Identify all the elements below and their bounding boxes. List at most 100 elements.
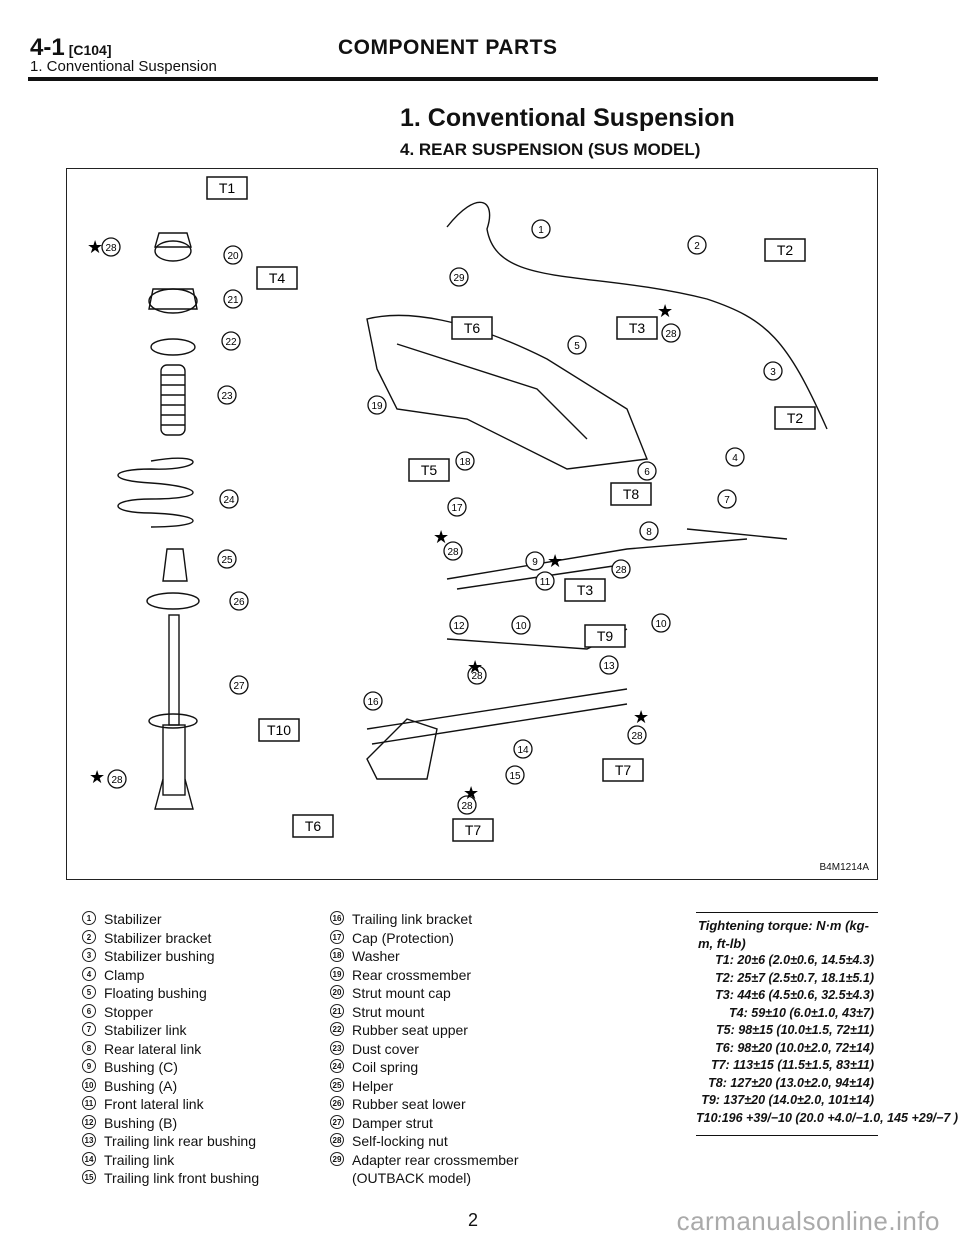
torque-value: T9: 137±20 (14.0±2.0, 101±14) (701, 1093, 874, 1107)
callout-number: 4 (732, 453, 738, 464)
part-number: 26 (330, 1096, 344, 1110)
callout-circle (457, 795, 477, 815)
torque-box (764, 238, 806, 262)
part-name: Rear crossmember (352, 966, 472, 983)
callout-circle (229, 675, 249, 695)
callout-circle (763, 361, 783, 381)
part-name: Stabilizer bushing (104, 948, 215, 964)
callout-number: 28 (461, 801, 473, 812)
part-number: 23 (330, 1040, 344, 1055)
part-number: 20 (330, 985, 344, 999)
star-icon: ★ (463, 783, 479, 803)
torque-table: Tightening torque: N·m (kg-m, ft-lb) T1:… (696, 912, 958, 1136)
callout-circle (661, 323, 681, 343)
torque-value: T6: 98±20 (10.0±2.0, 72±14) (715, 1040, 874, 1055)
part-number: 6 (82, 1003, 96, 1018)
page-number: 2 (468, 1210, 479, 1230)
part-number: 19 (330, 966, 344, 981)
torque-value: T1: 20±6 (2.0±0.6, 14.5±4.3) (715, 953, 874, 967)
part-number: 24 (330, 1059, 344, 1073)
callout-number: 12 (453, 621, 465, 632)
callout-number: 11 (540, 577, 551, 588)
callout-number: 21 (227, 295, 239, 306)
star-icon: ★ (633, 707, 649, 727)
part-number: 9 (82, 1059, 96, 1073)
torque-value: T3: 44±6 (4.5±0.6, 32.5±4.3) (715, 988, 874, 1002)
part-name: Trailing link bracket (352, 911, 473, 927)
callout-number: 5 (574, 341, 580, 352)
part-name: Front lateral link (104, 1096, 204, 1112)
callout-circle (363, 691, 383, 711)
callout-number: 8 (646, 527, 652, 538)
callout-circle (449, 267, 469, 287)
callout-circle (449, 615, 469, 635)
part-name: Stabilizer (104, 911, 162, 927)
callout-number: 14 (517, 745, 529, 756)
star-icon: ★ (657, 301, 673, 321)
callout-circle (217, 385, 237, 405)
torque-box (616, 316, 658, 340)
torque-value: T7: 113±15 (11.5±1.5, 83±11) (710, 1058, 874, 1072)
watermark: carmanualsonline.info (676, 1206, 940, 1236)
callout-circle (637, 461, 657, 481)
part-name: Trailing link rear bushing (104, 1133, 256, 1149)
callout-circle (525, 551, 545, 571)
torque-box-label: T3 (577, 582, 594, 598)
part-number: 29 (330, 1151, 344, 1166)
callout-circle (467, 665, 487, 685)
callout-number: 10 (515, 621, 527, 632)
torque-box-label: T10 (267, 722, 291, 738)
callout-circle (505, 765, 525, 785)
torque-values: T1: 20±6 (2.0±0.6, 14.5±4.3)T2: 25±7 (2.… (696, 952, 958, 1127)
callout-circle (651, 613, 671, 633)
callout-number: 28 (631, 731, 643, 742)
callout-circle (611, 559, 631, 579)
callout-number: 29 (453, 273, 465, 284)
star-icon: ★ (467, 657, 483, 677)
part-number: 25 (330, 1077, 344, 1092)
part-name: Clamp (104, 966, 145, 983)
callout-number: 28 (615, 565, 627, 576)
page-subtitle: 4. REAR SUSPENSION (SUS MODEL) (400, 140, 701, 159)
callout-number: 9 (532, 557, 538, 568)
callout-circle (639, 521, 659, 541)
part-name: Bushing (B) (104, 1114, 178, 1131)
part-name: Floating bushing (104, 985, 207, 1001)
callout-circle (627, 725, 647, 745)
torque-box (602, 758, 644, 782)
torque-heading: Tightening torque: N·m (kg-m, ft-lb) (698, 918, 869, 951)
torque-value: T5: 98±15 (10.0±1.5, 72±11) (716, 1023, 874, 1037)
part-name: Bushing (C) (104, 1059, 178, 1075)
part-item: 23 Dust cover (330, 1040, 519, 1059)
part-name: Strut mount cap (352, 985, 451, 1001)
torque-value: T4: 59±10 (6.0±1.0, 43±7) (729, 1005, 874, 1020)
torque-box-label: T3 (629, 320, 646, 336)
callout-circle (219, 489, 239, 509)
torque-box (584, 624, 626, 648)
callout-number: 6 (644, 467, 650, 478)
torque-box (452, 818, 494, 842)
part-number: 16 (330, 911, 344, 925)
callout-circle (223, 245, 243, 265)
part-number: 15 (82, 1170, 96, 1184)
callout-circle (599, 655, 619, 675)
part-number: 3 (82, 948, 96, 962)
torque-box-label: T9 (597, 628, 614, 644)
section-ref: [C104] (68, 42, 112, 58)
callout-number: 22 (225, 337, 237, 348)
torque-box (610, 482, 652, 506)
callout-circle (101, 237, 121, 257)
part-name: Dust cover (352, 1040, 419, 1057)
part-item: 3 Stabilizer bushing (82, 947, 259, 966)
callout-circle (455, 451, 475, 471)
torque-box (256, 266, 298, 290)
callout-circle (367, 395, 387, 415)
